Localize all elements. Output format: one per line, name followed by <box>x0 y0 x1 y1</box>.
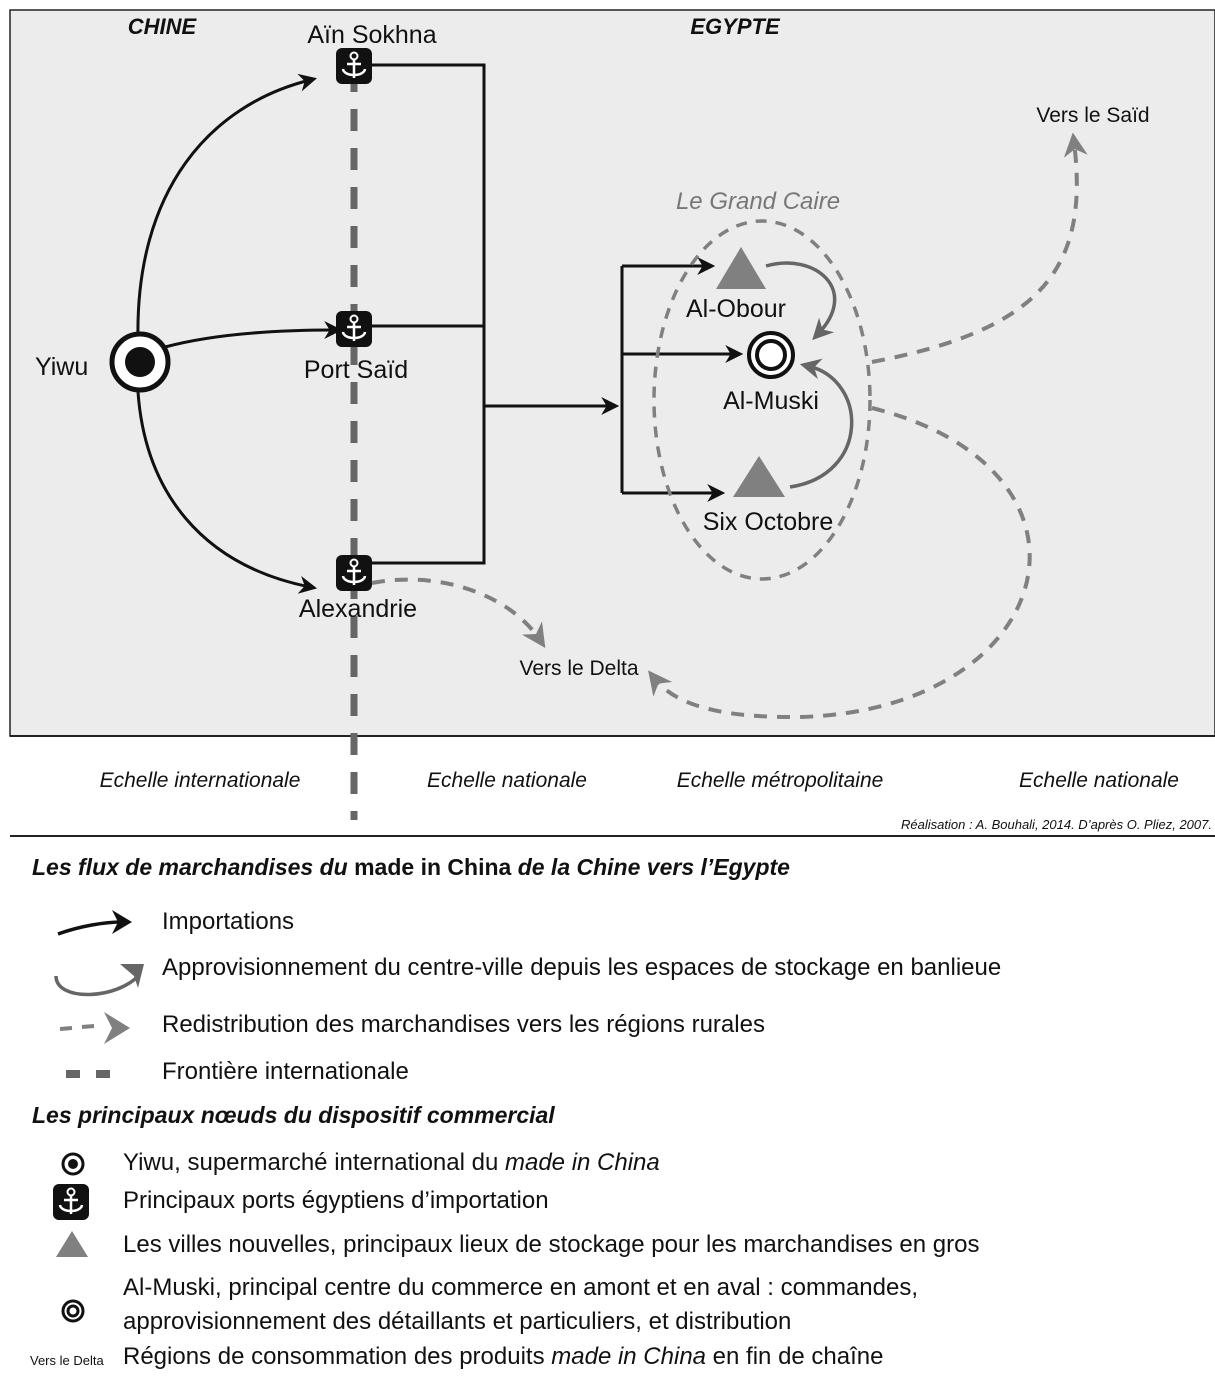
port-connector <box>370 63 486 565</box>
al-muski-node <box>747 331 795 379</box>
al-obour-triangle <box>716 247 766 289</box>
legend-imports: Importations <box>162 908 295 935</box>
six-octobre-label: Six Octobre <box>703 508 834 536</box>
map-panel <box>9 9 1215 737</box>
china-label: CHINE <box>128 14 198 39</box>
anchor-icon-alexandrie <box>336 555 372 591</box>
legend-regions-symbol: Vers le Delta <box>30 1353 104 1368</box>
legend-title-flows-part3: de la Chine vers l’Egypte <box>511 854 790 880</box>
legend-title-nodes: Les principaux nœuds du dispositif comme… <box>32 1102 555 1128</box>
import-arc-alexandrie <box>136 391 318 594</box>
egypt-label: EGYPTE <box>690 14 781 39</box>
legend-title-flows-part1: Les flux de marchandises du <box>32 854 355 880</box>
scale-national-2: Echelle nationale <box>1019 769 1179 792</box>
six-octobre-triangle <box>733 456 785 497</box>
legend-redistribution: Redistribution des marchandises vers les… <box>162 1011 765 1038</box>
al-muski-label: Al-Muski <box>723 387 819 415</box>
legend-villes: Les villes nouvelles, principaux lieux d… <box>123 1231 980 1258</box>
import-arc-port-said <box>164 321 343 349</box>
port-said-label: Port Saïd <box>304 356 408 384</box>
legend-muski-line1: Al-Muski, principal centre du commerce e… <box>123 1274 919 1301</box>
flow-map: CHINE EGYPTE Yiwu Aïn Sokhna Port Saïd <box>9 9 1215 837</box>
vers-le-delta-label: Vers le Delta <box>519 657 638 680</box>
alexandrie-label: Alexandrie <box>299 595 417 623</box>
credit-line: Réalisation : A. Bouhali, 2014. D’après … <box>901 817 1212 832</box>
anchor-icon-ain-sokhna <box>336 48 372 84</box>
anchor-icon-port-said <box>336 311 372 347</box>
legend-regions-part1: Régions de consommation des produits <box>123 1343 552 1370</box>
import-arrow-icon <box>57 910 132 936</box>
al-obour-label: Al-Obour <box>686 295 786 323</box>
scale-metropolitan: Echelle métropolitaine <box>677 769 884 792</box>
legend-title-flows: Les flux de marchandises du made in Chin… <box>32 854 790 881</box>
scale-national-1: Echelle nationale <box>427 769 587 792</box>
greater-cairo-boundary <box>652 219 872 581</box>
redistribution-to-delta-cairo <box>648 406 1032 720</box>
legend-regions-made-in-china: made in China <box>551 1343 707 1370</box>
vers-le-said-label: Vers le Saïd <box>1036 104 1149 127</box>
ain-sokhna-label: Aïn Sokhna <box>307 21 436 49</box>
legend: Les flux de marchandises du made in Chin… <box>0 838 1215 1392</box>
legend-muski-line2: approvisionnement des détaillants et par… <box>123 1308 792 1335</box>
redistribution-to-delta-alexandrie <box>371 577 546 648</box>
al-muski-legend-icon <box>61 1299 85 1323</box>
scale-international: Echelle internationale <box>100 769 301 792</box>
import-arc-ain-sokhna <box>136 73 317 341</box>
legend-muski: Al-Muski, principal centre du commerce e… <box>123 1271 918 1339</box>
supply-arrow-icon <box>54 964 144 997</box>
yiwu-legend-icon <box>61 1152 85 1176</box>
legend-yiwu: Yiwu, supermarché international du made … <box>123 1149 660 1177</box>
yiwu-label: Yiwu <box>35 353 88 381</box>
yiwu-node <box>109 331 171 393</box>
border-dash-icon <box>66 1070 110 1078</box>
legend-title-flows-part2: made in China <box>354 854 512 880</box>
redistribution-to-said <box>871 132 1088 364</box>
legend-yiwu-made-in-china: made in China <box>504 1149 660 1176</box>
legend-regions: Régions de consommation des produits mad… <box>123 1343 883 1371</box>
greater-cairo-label: Le Grand Caire <box>676 188 840 215</box>
legend-border: Frontière internationale <box>162 1058 409 1085</box>
supply-arrow-six-octobre <box>789 358 854 489</box>
anchor-legend-icon <box>53 1184 89 1220</box>
legend-ports: Principaux ports égyptiens d’importation <box>123 1187 549 1214</box>
legend-yiwu-text: Yiwu, supermarché international du <box>123 1149 505 1176</box>
legend-regions-part3: en fin de chaîne <box>706 1343 884 1370</box>
legend-supply: Approvisionnement du centre-ville depuis… <box>162 954 1002 981</box>
redistribution-arrow-icon <box>59 1012 130 1044</box>
supply-arrow-al-obour <box>765 261 837 341</box>
triangle-legend-icon <box>56 1231 88 1257</box>
